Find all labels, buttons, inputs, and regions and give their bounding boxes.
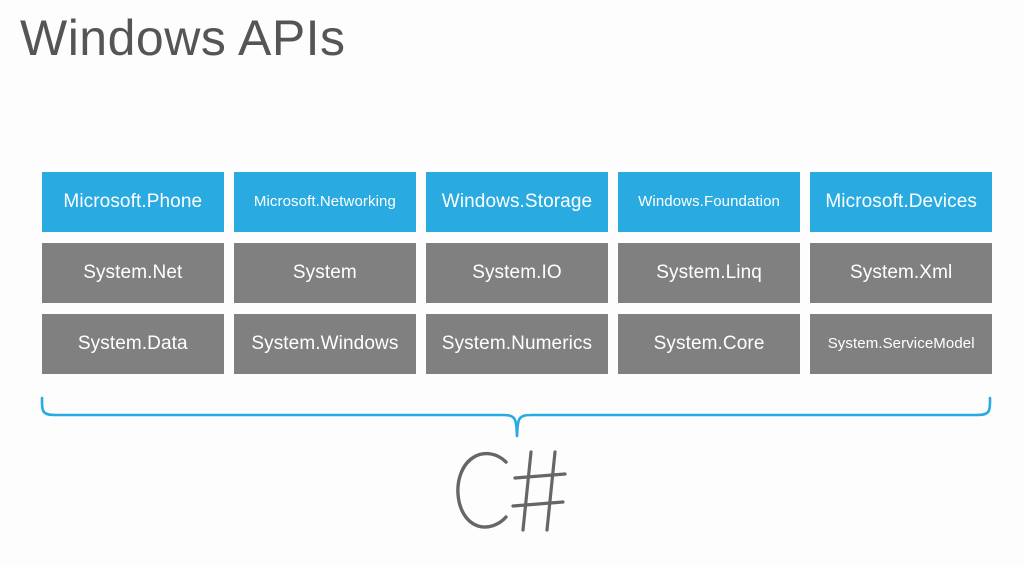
api-box-label: Microsoft.Devices — [825, 190, 977, 212]
api-box-label: System.Numerics — [441, 332, 593, 354]
csharp-glyph: C# — [456, 450, 567, 532]
api-box-label: Microsoft.Networking — [253, 192, 396, 210]
api-grid: Microsoft.Phone Microsoft.Networking Win… — [42, 172, 992, 374]
api-box-label: System.IO — [472, 261, 562, 283]
api-box-label: System.Windows — [251, 332, 399, 354]
api-box-windows-storage[interactable]: Windows.Storage — [426, 172, 608, 232]
csharp-caption: C# — [0, 440, 1024, 545]
api-box-label: Windows.Storage — [441, 190, 593, 212]
api-box-system-servicemodel[interactable]: System.ServiceModel — [810, 314, 992, 374]
api-box-label: System.ServiceModel — [827, 334, 975, 352]
api-box-label: Windows.Foundation — [638, 192, 781, 210]
api-row-dotnet-b: System.Data System.Windows System.Numeri… — [42, 314, 992, 374]
api-box-system[interactable]: System — [234, 243, 416, 303]
api-box-microsoft-phone[interactable]: Microsoft.Phone — [42, 172, 224, 232]
api-box-windows-foundation[interactable]: Windows.Foundation — [618, 172, 800, 232]
api-box-system-linq[interactable]: System.Linq — [618, 243, 800, 303]
api-box-system-xml[interactable]: System.Xml — [810, 243, 992, 303]
api-box-label: System.Net — [83, 261, 183, 283]
api-box-system-core[interactable]: System.Core — [618, 314, 800, 374]
page-title: Windows APIs — [20, 10, 346, 66]
api-box-label: System.Xml — [849, 261, 953, 283]
api-box-system-numerics[interactable]: System.Numerics — [426, 314, 608, 374]
api-box-label: System.Linq — [656, 261, 762, 283]
api-box-system-windows[interactable]: System.Windows — [234, 314, 416, 374]
api-row-windows-runtime: Microsoft.Phone Microsoft.Networking Win… — [42, 172, 992, 232]
api-box-label: System.Core — [653, 332, 765, 354]
curly-brace-down-icon — [40, 396, 992, 438]
api-row-dotnet-a: System.Net System System.IO System.Linq … — [42, 243, 992, 303]
api-box-microsoft-networking[interactable]: Microsoft.Networking — [234, 172, 416, 232]
api-box-system-data[interactable]: System.Data — [42, 314, 224, 374]
brace-container — [36, 390, 996, 446]
api-box-label: System.Data — [77, 332, 188, 354]
api-box-system-net[interactable]: System.Net — [42, 243, 224, 303]
api-box-system-io[interactable]: System.IO — [426, 243, 608, 303]
api-box-microsoft-devices[interactable]: Microsoft.Devices — [810, 172, 992, 232]
api-box-label: System — [292, 261, 357, 283]
api-box-label: Microsoft.Phone — [63, 190, 203, 212]
